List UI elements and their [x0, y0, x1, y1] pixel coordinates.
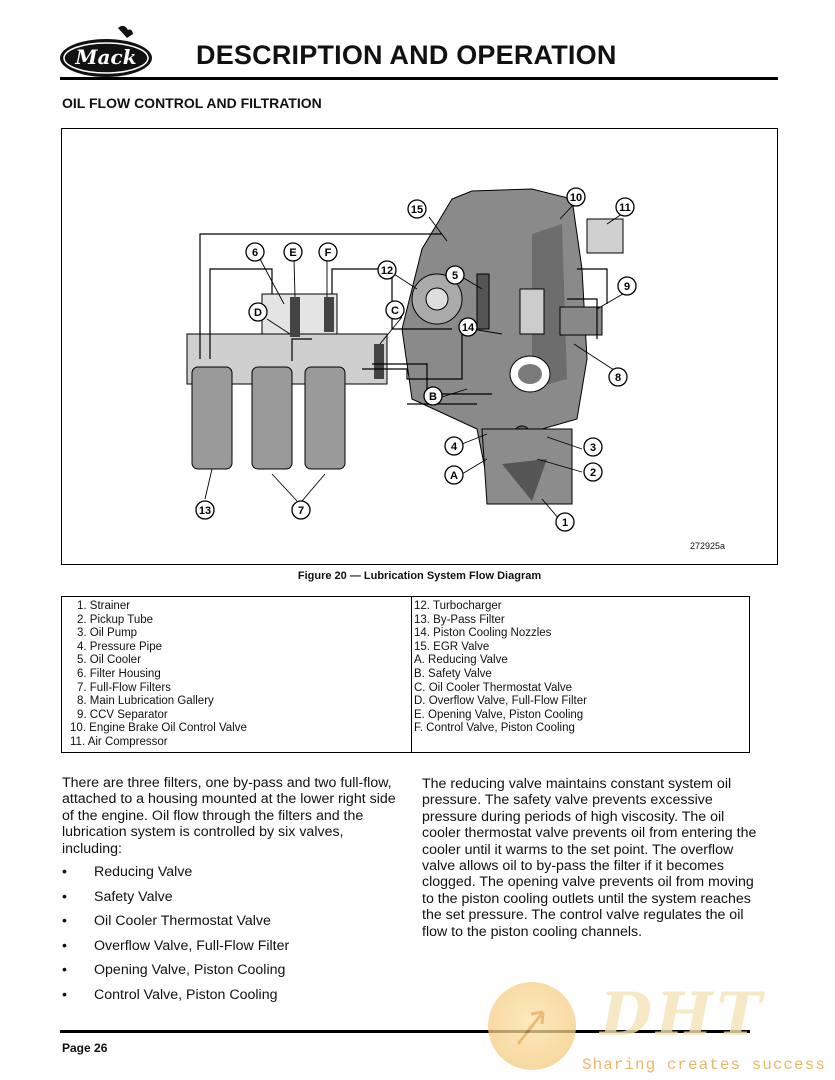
list-item: •Overflow Valve, Full-Flow Filter	[62, 937, 290, 954]
list-item: •Safety Valve	[62, 888, 173, 905]
callout-9: 9	[617, 276, 637, 296]
legend-item: 5. Oil Cooler	[77, 654, 141, 667]
legend-item: 9. CCV Separator	[77, 708, 168, 721]
svg-text:1: 1	[562, 517, 568, 529]
page-title: DESCRIPTION AND OPERATION	[196, 40, 617, 70]
callout-5: 5	[445, 265, 465, 285]
callout-F: F	[318, 242, 338, 262]
legend-divider	[411, 597, 412, 752]
callout-4: 4	[444, 436, 464, 456]
legend-item: 14. Piston Cooling Nozzles	[414, 627, 552, 640]
mack-logo: Mack	[56, 22, 160, 80]
svg-text:10: 10	[570, 192, 582, 204]
callout-E: E	[283, 242, 303, 262]
list-item: •Oil Cooler Thermostat Valve	[62, 913, 271, 929]
callout-15: 15	[407, 199, 427, 219]
callout-7: 7	[291, 500, 311, 520]
svg-text:13: 13	[199, 505, 211, 517]
callout-10: 10	[566, 187, 586, 207]
legend-item: 13. By-Pass Filter	[414, 613, 505, 626]
callout-3: 3	[583, 437, 603, 457]
callout-8: 8	[608, 367, 628, 387]
callout-11: 11	[615, 197, 635, 217]
legend-item: F. Control Valve, Piston Cooling	[414, 722, 575, 735]
svg-text:5: 5	[452, 270, 458, 282]
intro-paragraph: There are three filters, one by-pass and…	[62, 775, 396, 857]
legend-item: 12. Turbocharger	[414, 600, 502, 612]
watermark-logo: DHT	[600, 980, 766, 1050]
callout-B: B	[423, 386, 443, 406]
figure-id: 272925a	[689, 541, 725, 551]
callout-1: 1	[555, 512, 575, 532]
legend-item: 15. EGR Valve	[414, 640, 490, 653]
svg-text:9: 9	[624, 281, 630, 293]
title-rule	[60, 77, 778, 80]
svg-text:7: 7	[298, 505, 304, 517]
bullet-icon: •	[62, 986, 67, 1003]
legend-table: 1. Strainer 2. Pickup Tube 3. Oil Pump 4…	[61, 596, 750, 753]
bullet-icon: •	[62, 888, 67, 905]
bullet-icon: •	[62, 962, 67, 978]
lubrication-diagram: 15 10 11 6 E F 12 5 9 D C 14 8 B 4 3 A 2…	[186, 187, 637, 532]
callout-6: 6	[245, 242, 265, 262]
svg-text:B: B	[429, 391, 437, 403]
callout-12: 12	[377, 260, 397, 280]
legend-item: 4. Pressure Pipe	[77, 640, 163, 653]
legend-item: 10. Engine Brake Oil Control Valve	[70, 722, 247, 735]
list-item: •Reducing Valve	[62, 864, 193, 880]
svg-text:E: E	[289, 247, 296, 259]
legend-item: 3. Oil Pump	[77, 627, 138, 640]
callout-13: 13	[195, 500, 215, 520]
legend-right-column: 12. Turbocharger 13. By-Pass Filter 14. …	[414, 600, 587, 736]
figure-frame: 15 10 11 6 E F 12 5 9 D C 14 8 B 4 3 A 2…	[61, 128, 778, 565]
legend-item: 6. Filter Housing	[77, 667, 161, 680]
legend-item: E. Opening Valve, Piston Cooling	[414, 708, 584, 721]
svg-text:3: 3	[590, 442, 596, 454]
bullet-icon: •	[62, 913, 67, 929]
bullet-icon: •	[62, 864, 67, 880]
watermark-arrow-icon	[488, 982, 576, 1070]
page-number: Page 26	[62, 1041, 108, 1055]
svg-text:D: D	[254, 307, 262, 319]
svg-text:4: 4	[451, 441, 458, 453]
valve-list: •Reducing Valve •Safety Valve •Oil Coole…	[62, 864, 392, 1011]
list-item: •Control Valve, Piston Cooling	[62, 986, 278, 1003]
valve-description-paragraph: The reducing valve maintains constant sy…	[422, 776, 757, 940]
legend-item: D. Overflow Valve, Full-Flow Filter	[414, 695, 587, 708]
svg-text:12: 12	[381, 265, 393, 277]
legend-item: 8. Main Lubrication Gallery	[77, 695, 214, 708]
svg-text:14: 14	[462, 322, 475, 334]
svg-text:8: 8	[615, 372, 621, 384]
section-heading: OIL FLOW CONTROL AND FILTRATION	[62, 95, 322, 111]
legend-item: A. Reducing Valve	[414, 654, 508, 667]
svg-text:2: 2	[590, 467, 596, 479]
list-item: •Opening Valve, Piston Cooling	[62, 962, 286, 978]
watermark-tagline: Sharing creates success	[582, 1056, 826, 1074]
legend-item: 2. Pickup Tube	[77, 613, 154, 626]
legend-item: 1. Strainer	[77, 600, 131, 612]
svg-text:11: 11	[619, 202, 631, 214]
svg-text:F: F	[325, 247, 332, 259]
callout-2: 2	[583, 462, 603, 482]
svg-text:6: 6	[252, 247, 258, 259]
callout-14: 14	[458, 317, 478, 337]
callout-C: C	[385, 300, 405, 320]
callout-A: A	[444, 465, 464, 485]
legend-item: B. Safety Valve	[414, 667, 492, 680]
figure-caption: Figure 20 — Lubrication System Flow Diag…	[297, 570, 542, 582]
callout-D: D	[248, 302, 268, 322]
logo-text: Mack	[74, 45, 136, 69]
svg-text:C: C	[391, 305, 399, 317]
bullet-icon: •	[62, 937, 67, 954]
legend-item: 11. Air Compressor	[70, 735, 168, 748]
footer-rule	[60, 1030, 750, 1033]
legend-item: 7. Full-Flow Filters	[77, 681, 171, 694]
svg-text:A: A	[450, 470, 458, 482]
legend-left-column: 1. Strainer 2. Pickup Tube 3. Oil Pump 4…	[70, 600, 247, 750]
svg-text:15: 15	[411, 204, 423, 216]
legend-item: C. Oil Cooler Thermostat Valve	[414, 681, 573, 694]
